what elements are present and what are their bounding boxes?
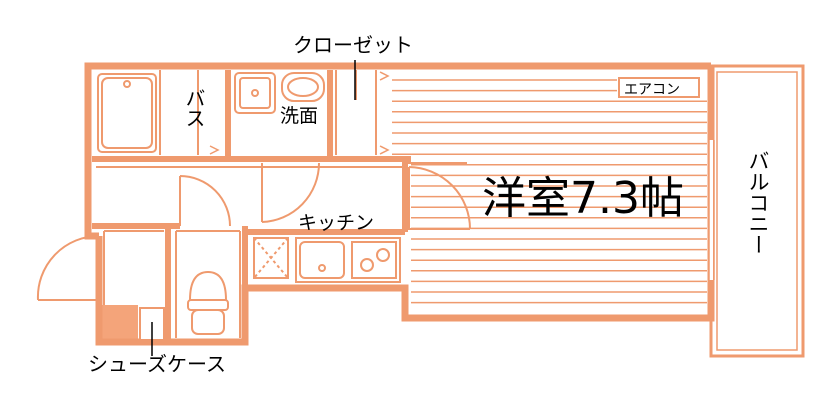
kitchen-label: キッチン [298,212,374,234]
washroom-label: 洗面 [280,105,318,127]
closet-label: クローゼット [293,33,413,57]
entry-tile [96,305,138,342]
balcony [708,64,805,358]
balcony-label: バルコニー [746,150,770,255]
shoe-case-label: シューズケース [88,352,226,376]
washing-machine-pan-icon [253,237,289,279]
stove-icon [351,241,397,279]
thin-lines [96,70,700,341]
door-swings [36,162,471,301]
markers [209,71,390,155]
inner-walls [92,70,411,342]
kitchen-counter [295,237,401,283]
kitchen-sink-icon [299,241,345,279]
toilet-icon [187,270,229,335]
bathtub-icon [97,73,157,153]
living-room-label: 洋室7.3帖 [482,173,684,224]
bath-label: バス [182,88,206,128]
wash-basin-icon [234,72,325,114]
aircon-label: エアコン [624,82,680,98]
